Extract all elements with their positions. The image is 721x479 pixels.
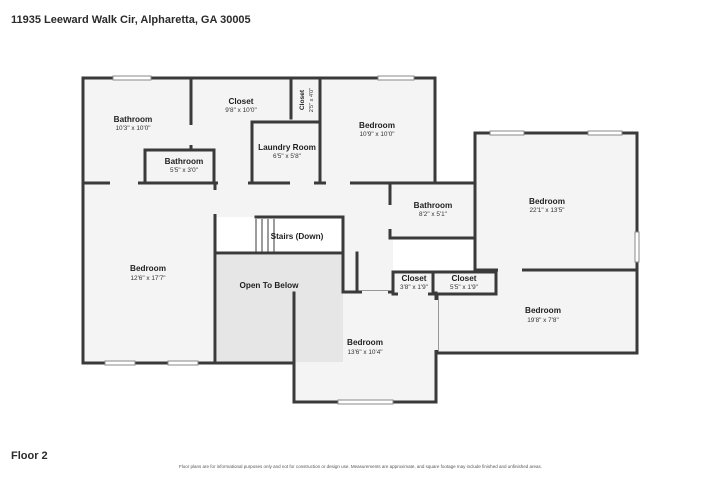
bedroom-c-dims: 12'6" x 17'7" [130, 275, 165, 282]
floor-label: Floor 2 [11, 450, 48, 462]
bathroom-a-name: Bathroom [114, 115, 153, 124]
stairs-name: Stairs (Down) [271, 232, 324, 241]
closet-d-name: Closet [451, 274, 476, 283]
open-below-name: Open To Below [240, 281, 300, 290]
address-title: 11935 Leeward Walk Cir, Alpharetta, GA 3… [11, 14, 251, 26]
walls [81, 76, 639, 404]
bedroom-d-name: Bedroom [525, 306, 561, 315]
laundry-name: Laundry Room [258, 143, 316, 152]
closet-d-dims: 5'5" x 1'9" [450, 284, 478, 291]
closet-a-name: Closet [228, 97, 253, 106]
stairs-treads [255, 219, 275, 253]
closet-b-dims: 2'5" x 4'0" [309, 88, 315, 112]
disclaimer: Floor plans are for informational purpos… [179, 464, 542, 469]
bathroom-b-name: Bathroom [165, 157, 204, 166]
bedroom-d-dims: 19'8" x 7'8" [527, 317, 559, 324]
closet-c-dims: 3'8" x 1'9" [400, 284, 428, 291]
laundry-dims: 6'5" x 5'8" [273, 153, 301, 160]
bedroom-a-name: Bedroom [359, 121, 395, 130]
bathroom-a-dims: 10'3" x 10'0" [115, 125, 150, 132]
open-to-below-area [217, 255, 343, 362]
bedroom-a-dims: 10'9" x 10'0" [359, 131, 394, 138]
bedroom-e-name: Bedroom [347, 338, 383, 347]
bedroom-e-dims: 13'6" x 10'4" [347, 349, 382, 356]
door-openings [110, 125, 522, 350]
bedroom-b-name: Bedroom [529, 197, 565, 206]
bedroom-b-dims: 22'1" x 13'5" [529, 207, 564, 214]
closet-a-dims: 9'8" x 10'0" [225, 107, 257, 114]
bathroom-c-name: Bathroom [414, 201, 453, 210]
bathroom-b-dims: 5'5" x 3'0" [170, 167, 198, 174]
windows [104, 75, 640, 405]
closet-c-name: Closet [401, 274, 426, 283]
closet-b-name: Closet [299, 89, 306, 110]
bedroom-c-name: Bedroom [130, 264, 166, 273]
bathroom-c-dims: 8'2" x 5'1" [419, 211, 447, 218]
